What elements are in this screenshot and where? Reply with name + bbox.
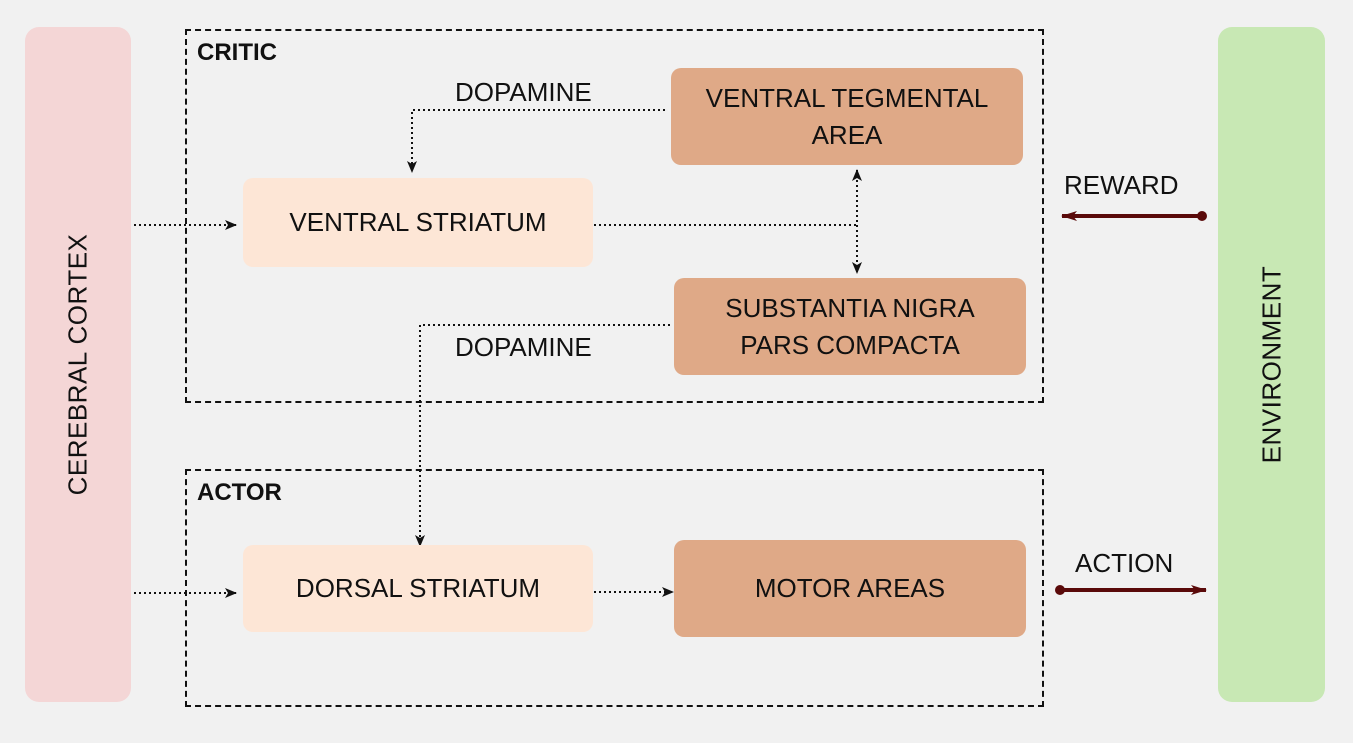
reward-arrow [1061, 211, 1207, 221]
substantia-nigra-label: SUBSTANTIA NIGRA PARS COMPACTA [725, 292, 975, 360]
critic-label: CRITIC [197, 39, 277, 66]
edge-snc-to-dorsal-striatum [415, 324, 670, 547]
critic-group: CRITIC [185, 29, 1044, 403]
actor-group: ACTOR [185, 469, 1044, 707]
dopamine-label-top: DOPAMINE [455, 77, 592, 107]
action-arrow [1055, 585, 1207, 595]
ventral-striatum-node: VENTRAL STRIATUM [243, 178, 593, 267]
dorsal-striatum-label: DORSAL STRIATUM [295, 573, 541, 603]
environment-panel: ENVIRONMENT [1218, 27, 1325, 702]
ventral-tegmental-area-label: VENTRAL TEGMENTAL AREA [705, 82, 989, 150]
cerebral-cortex-panel: CEREBRAL CORTEX [25, 27, 131, 702]
actor-label: ACTOR [197, 479, 282, 506]
ventral-tegmental-area-node: VENTRAL TEGMENTAL AREA [671, 68, 1023, 165]
action-label: ACTION [1075, 548, 1174, 578]
reward-label: REWARD [1064, 170, 1179, 200]
dorsal-striatum-node: DORSAL STRIATUM [243, 545, 593, 632]
edge-vta-to-ventral-striatum [407, 109, 665, 173]
ventral-striatum-label: VENTRAL STRIATUM [289, 207, 547, 237]
substantia-nigra-node: SUBSTANTIA NIGRA PARS COMPACTA [674, 278, 1026, 375]
motor-areas-label: MOTOR AREAS [754, 573, 946, 603]
motor-areas-node: MOTOR AREAS [674, 540, 1026, 637]
dopamine-label-bottom: DOPAMINE [455, 332, 592, 362]
